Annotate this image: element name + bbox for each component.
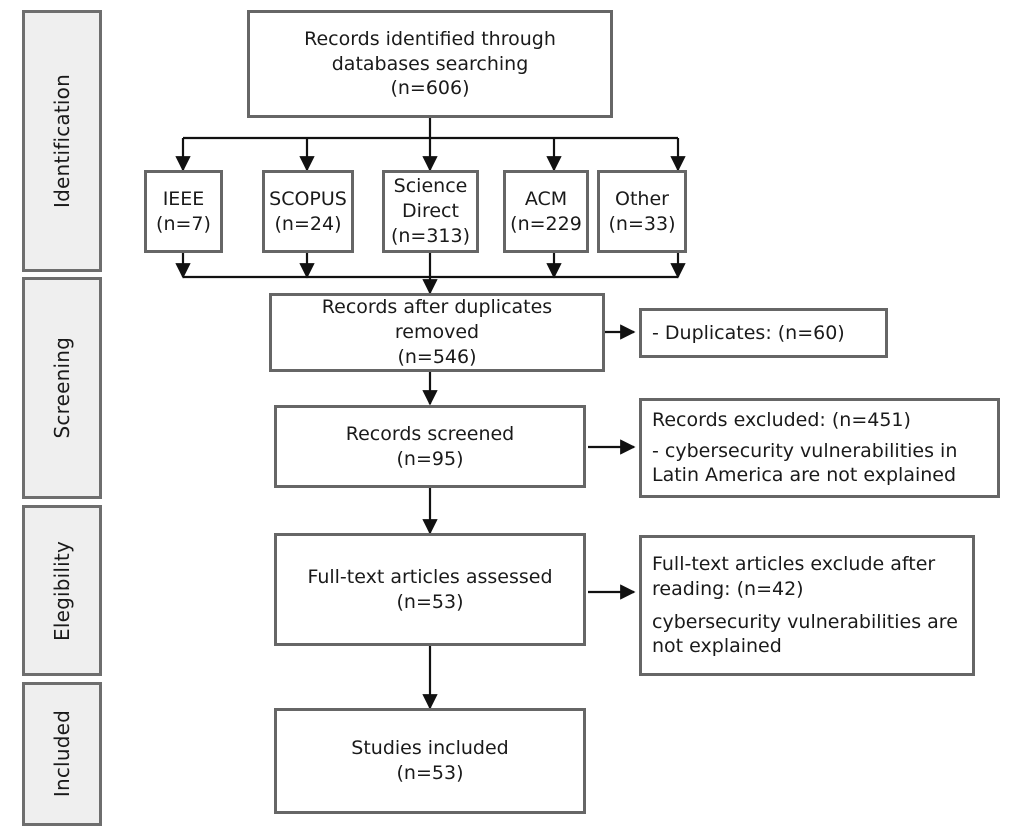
node-line: - cybersecurity vulnerabilities in Latin… xyxy=(652,439,958,487)
node-source-science-direct: Science Direct (n=313) xyxy=(382,170,479,253)
node-line: cybersecurity vulnerabilities are not ex… xyxy=(652,610,958,658)
node-line: Science xyxy=(393,175,468,198)
stage-screening: Screening xyxy=(22,277,102,499)
node-line: (n=53) xyxy=(396,590,464,613)
node-records-screened: Records screened (n=95) xyxy=(274,405,586,488)
node-source-ieee: IEEE (n=7) xyxy=(144,170,223,253)
node-line: Other xyxy=(615,187,669,210)
node-line: databases searching xyxy=(331,52,529,75)
stage-label: Screening xyxy=(50,337,74,439)
node-source-scopus: SCOPUS (n=24) xyxy=(262,170,354,253)
node-line: SCOPUS xyxy=(269,187,347,210)
stage-included: Included xyxy=(22,682,102,826)
node-line: Direct xyxy=(402,200,459,223)
node-line: Records excluded: (n=451) xyxy=(652,408,911,431)
node-studies-included: Studies included (n=53) xyxy=(274,708,586,814)
stage-label: Included xyxy=(50,710,74,798)
node-line: (n=606) xyxy=(390,77,470,100)
node-fulltext-assessed: Full-text articles assessed (n=53) xyxy=(274,533,586,646)
node-records-after-duplicates: Records after duplicates removed (n=546) xyxy=(269,293,605,372)
node-line: Records screened xyxy=(345,422,515,445)
node-line: Records identified through xyxy=(304,27,556,50)
node-line: Full-text articles assessed xyxy=(307,565,553,588)
node-line: (n=95) xyxy=(396,447,464,470)
node-line: ACM xyxy=(524,187,568,210)
node-line: (n=24) xyxy=(274,212,342,235)
node-line: IEEE xyxy=(162,187,205,210)
node-line: Full-text articles exclude after reading… xyxy=(652,553,936,600)
node-line: (n=33) xyxy=(608,212,676,235)
node-records-excluded: Records excluded: (n=451) - cybersecurit… xyxy=(639,398,1000,498)
node-line: (n=313) xyxy=(390,224,471,247)
node-line: (n=7) xyxy=(156,212,211,235)
stage-identification: Identification xyxy=(22,10,102,272)
node-duplicates-excluded: - Duplicates: (n=60) xyxy=(639,308,888,358)
node-line: removed xyxy=(394,321,480,344)
node-fulltext-excluded: Full-text articles exclude after reading… xyxy=(639,535,975,676)
node-line: (n=229 xyxy=(510,212,582,235)
stage-label: Elegibility xyxy=(50,540,74,641)
node-source-acm: ACM (n=229 xyxy=(503,170,589,253)
node-line: (n=53) xyxy=(396,762,464,784)
stage-label: Identification xyxy=(50,74,74,208)
stage-elegibility: Elegibility xyxy=(22,505,102,676)
node-line: Studies included xyxy=(351,737,509,760)
node-line: (n=546) xyxy=(397,345,477,368)
node-source-other: Other (n=33) xyxy=(597,170,687,253)
node-line: - Duplicates: (n=60) xyxy=(652,321,845,344)
node-records-identified: Records identified through databases sea… xyxy=(247,10,613,118)
node-line: Records after duplicates xyxy=(321,296,553,319)
